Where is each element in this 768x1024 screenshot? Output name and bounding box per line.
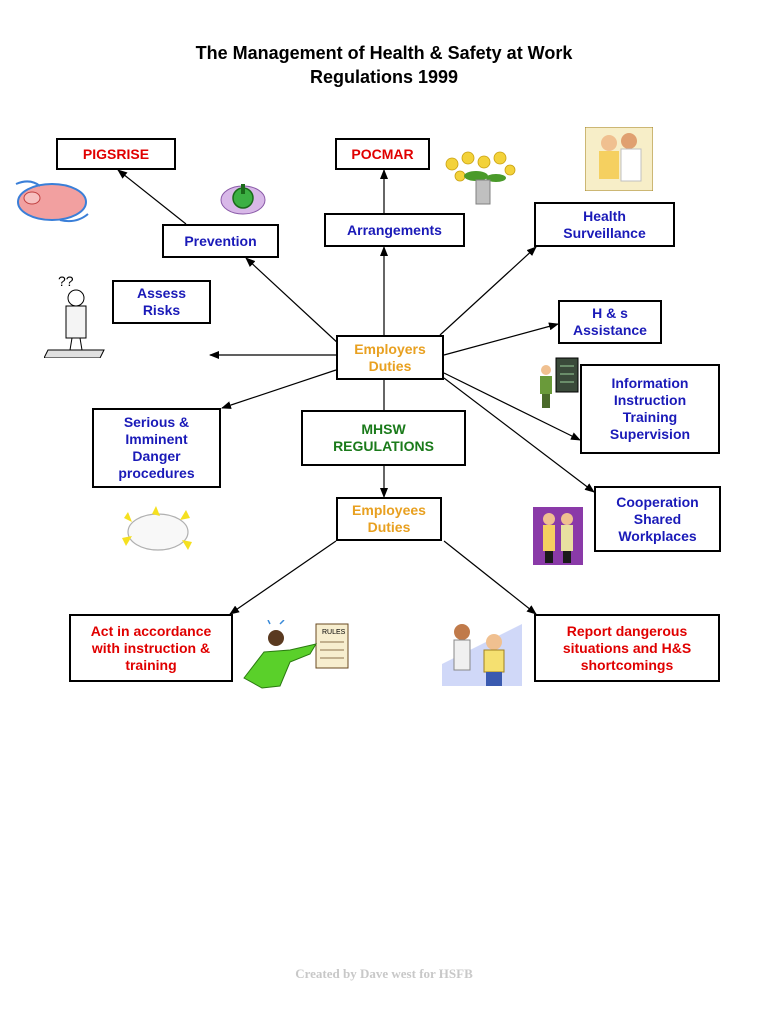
man-with-rules-clipart-icon: RULES <box>243 620 349 689</box>
information-label: Information Instruction Training Supervi… <box>609 375 691 442</box>
information-box: Information Instruction Training Supervi… <box>580 364 720 454</box>
cooperation-label: Cooperation Shared Workplaces <box>616 493 699 544</box>
act-accordance-box: Act in accordance with instruction & tra… <box>69 614 233 682</box>
report-dangerous-label: Report dangerous situations and H&S shor… <box>562 622 692 673</box>
pig-clipart-icon <box>15 180 89 223</box>
confused-man-clipart-icon: ?? <box>44 273 105 358</box>
employees-duties-box: Employees Duties <box>336 497 442 541</box>
arrow-employers-to-hs-assistance <box>443 322 559 356</box>
presenter-clipart-icon <box>540 357 579 408</box>
report-dangerous-box: Report dangerous situations and H&S shor… <box>534 614 720 682</box>
employees-duties-label: Employees Duties <box>352 502 426 535</box>
pigsrise-label: PIGSRISE <box>82 145 150 162</box>
arrow-employers-to-serious <box>221 369 337 409</box>
cooperation-box: Cooperation Shared Workplaces <box>594 486 721 552</box>
arrow-employees-to-act <box>229 540 337 615</box>
explosion-cloud-clipart-icon <box>122 506 192 551</box>
arrow-employers-to-information <box>443 372 581 441</box>
mhsw-regulations-label: MHSW REGULATIONS <box>333 421 434 454</box>
pocmar-box: POCMAR <box>335 138 430 170</box>
arrangements-box: Arrangements <box>324 213 465 247</box>
flowers-clipart-icon <box>445 151 516 205</box>
arrow-employers-to-health <box>439 246 537 336</box>
arrow-employers-to-cooperation <box>443 377 595 493</box>
power-button-icon <box>220 184 266 215</box>
hs-assistance-label: H & s Assistance <box>573 305 647 338</box>
assess-risks-box: Assess Risks <box>112 280 211 324</box>
mhsw-regulations-box: MHSW REGULATIONS <box>301 410 466 466</box>
arrow-employees-to-report <box>443 540 537 615</box>
prevention-label: Prevention <box>184 232 257 249</box>
nurse-care-clipart-icon <box>585 127 653 191</box>
pigsrise-box: PIGSRISE <box>56 138 176 170</box>
act-accordance-label: Act in accordance with instruction & tra… <box>90 622 212 673</box>
assess-risks-label: Assess Risks <box>136 285 187 318</box>
health-surveillance-label: Health Surveillance <box>563 207 646 241</box>
arrangements-label: Arrangements <box>347 221 442 238</box>
page-title: The Management of Health & Safety at Wor… <box>195 43 573 63</box>
svg-text:??: ?? <box>58 273 74 289</box>
serious-danger-box: Serious & Imminent Danger procedures <box>92 408 221 488</box>
arrow-prevention-to-pigsrise <box>117 169 187 225</box>
footer-credit: Created by Dave west for HSFB <box>295 966 473 981</box>
health-surveillance-box: Health Surveillance <box>534 202 675 247</box>
arrow-employers-to-prevention <box>245 257 341 346</box>
employers-duties-box: Employers Duties <box>336 335 444 380</box>
serious-danger-label: Serious & Imminent Danger procedures <box>118 414 195 481</box>
page-subtitle: Regulations 1999 <box>309 67 459 87</box>
employers-duties-label: Employers Duties <box>354 340 426 374</box>
svg-text:RULES: RULES <box>322 629 346 636</box>
pocmar-label: POCMAR <box>351 145 414 162</box>
prevention-box: Prevention <box>162 224 279 258</box>
two-men-discussing-clipart-icon <box>442 624 522 686</box>
hs-assistance-box: H & s Assistance <box>558 300 662 344</box>
handshake-clipart-icon <box>533 507 583 565</box>
